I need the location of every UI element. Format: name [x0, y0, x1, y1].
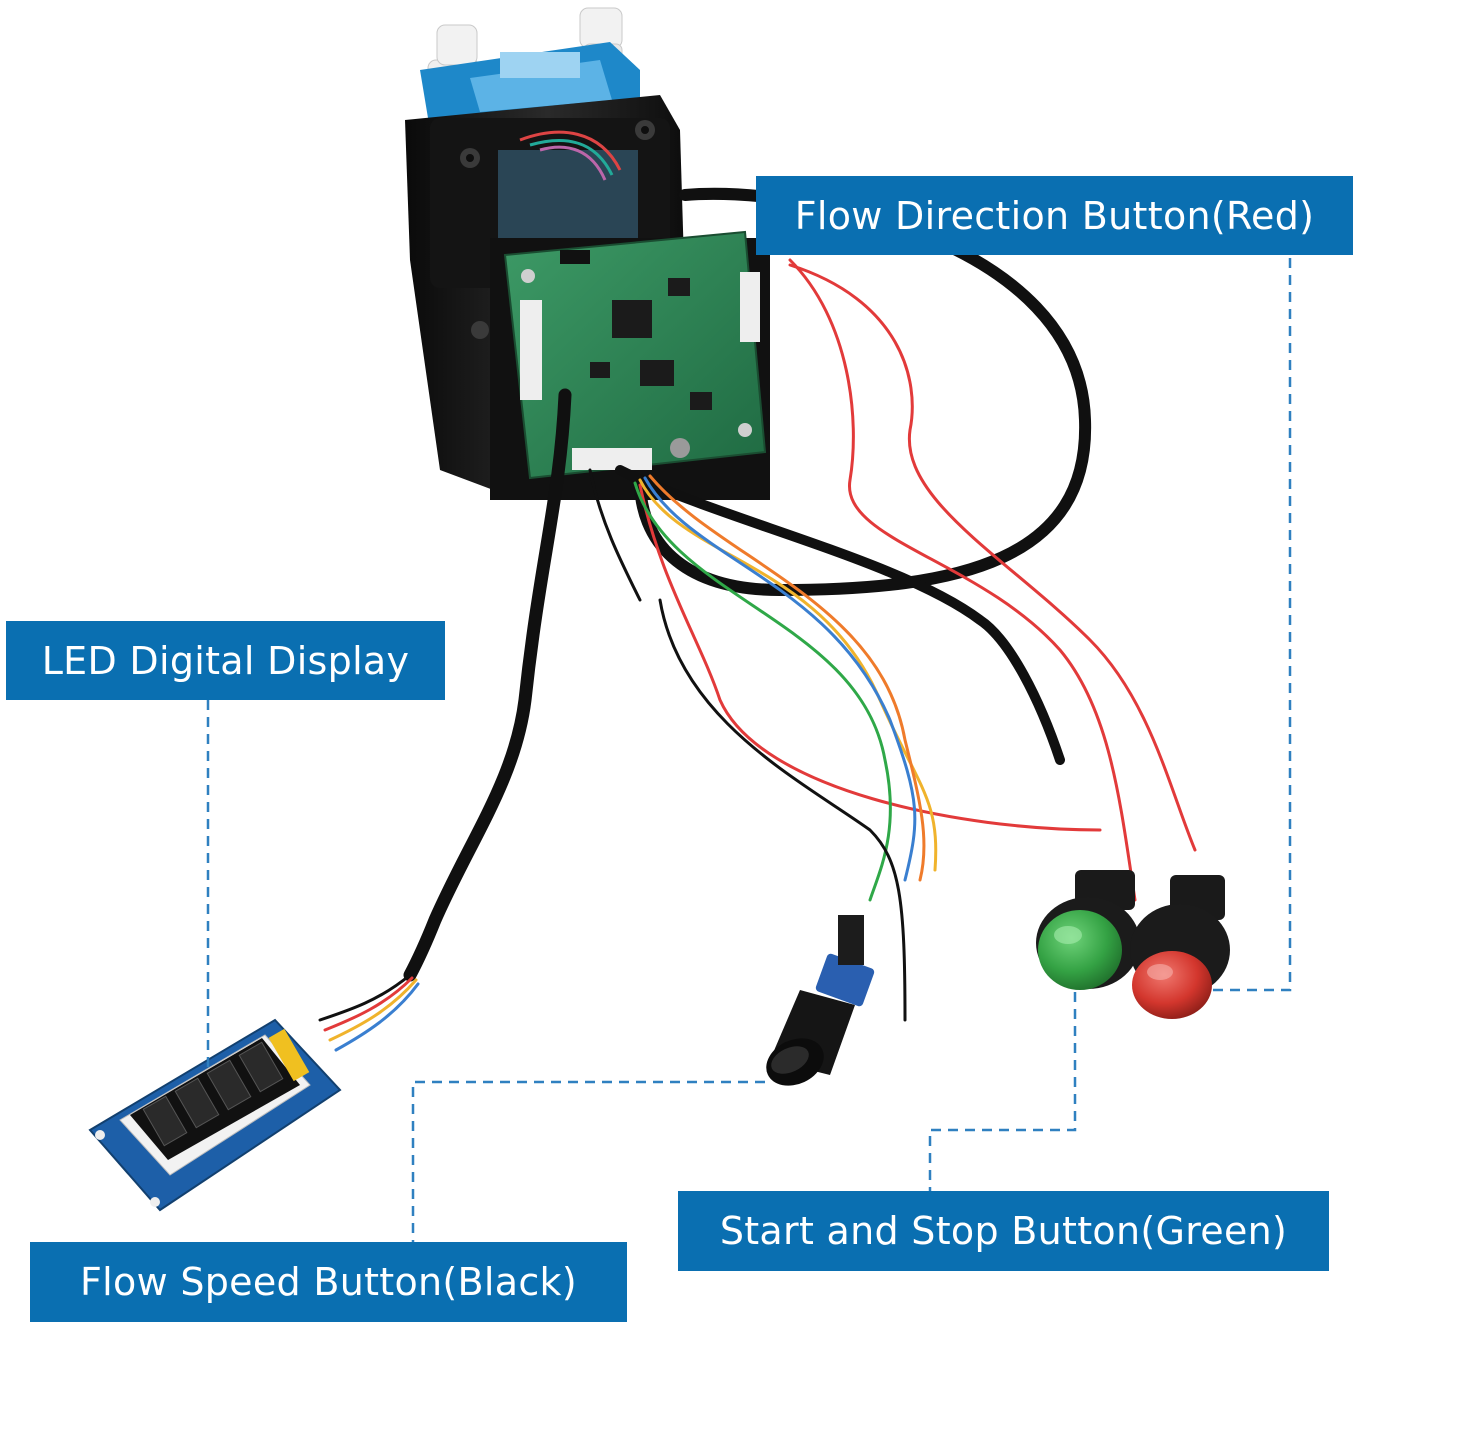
- flow-direction-label: Flow Direction Button(Red): [756, 176, 1353, 255]
- flow-speed-label: Flow Speed Button(Black): [30, 1242, 627, 1322]
- red-flow-direction-button: [1130, 875, 1230, 1019]
- start-stop-label-text: Start and Stop Button(Green): [719, 1209, 1288, 1253]
- driver-pcb: [490, 230, 770, 500]
- led-display-module: [88, 1018, 342, 1212]
- start-stop-label: Start and Stop Button(Green): [678, 1191, 1329, 1271]
- leader-line-start-stop: [928, 992, 1077, 1191]
- leader-lines: [206, 258, 1292, 1242]
- led-display-label: LED Digital Display: [6, 621, 445, 700]
- thin-wires: [318, 258, 1197, 1052]
- led-display-label-text: LED Digital Display: [41, 638, 410, 683]
- flow-speed-knob: [766, 915, 875, 1086]
- leader-line-flow-direction: [1210, 258, 1292, 992]
- green-start-stop-button: [1036, 870, 1140, 990]
- flow-speed-label-text: Flow Speed Button(Black): [80, 1260, 577, 1304]
- flow-direction-label-text: Flow Direction Button(Red): [794, 193, 1315, 238]
